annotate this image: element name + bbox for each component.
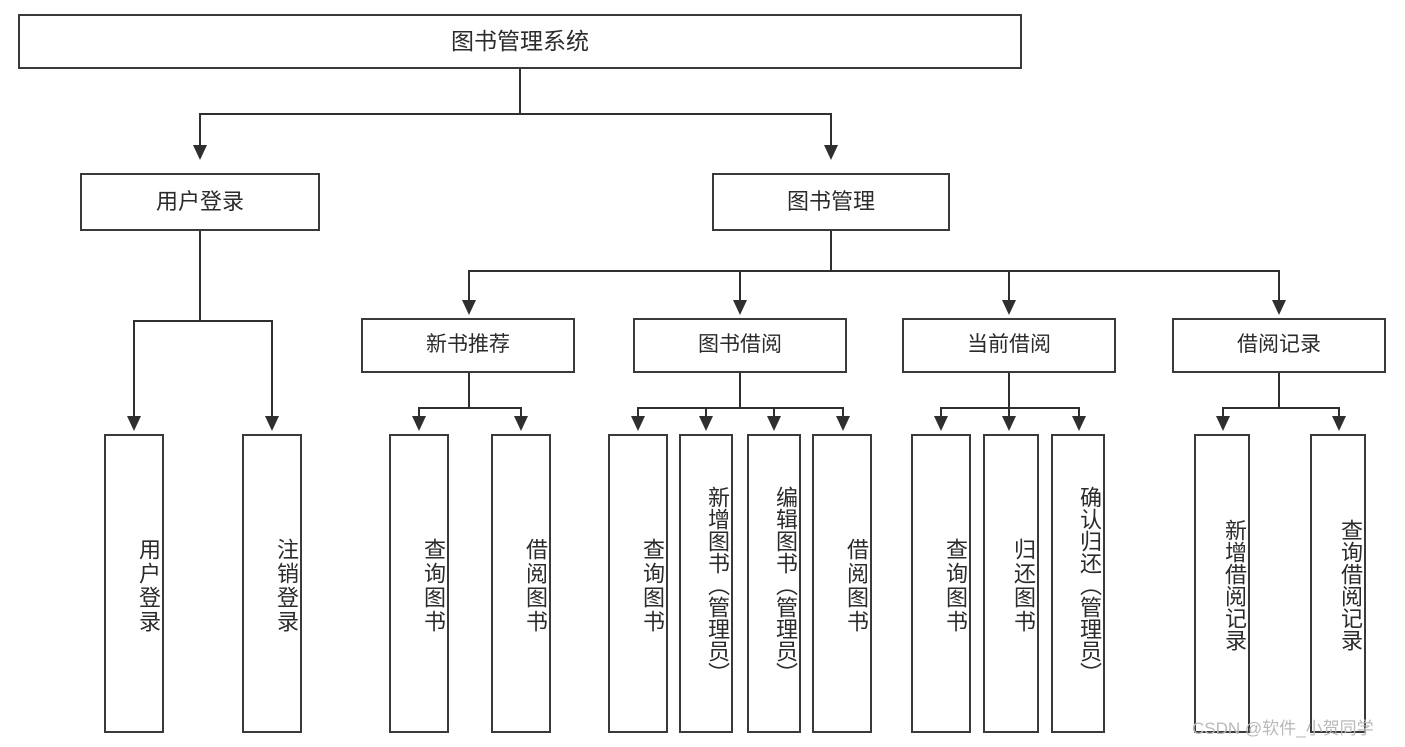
leaf-logout[interactable]: 注销登录 xyxy=(242,434,302,733)
connector-user-login-stem xyxy=(199,231,201,321)
connector-book-borrow-child-2 xyxy=(705,407,707,418)
leaf-borrow-book-borrow[interactable]: 借阅图书 xyxy=(812,434,872,733)
arrowhead-leaf-borrow-book-1 xyxy=(514,416,528,431)
leaf-query-borrow-record[interactable]: 查询借阅记录 xyxy=(1310,434,1366,733)
connector-to-book-borrow xyxy=(739,270,741,302)
arrowhead-leaf-edit-book xyxy=(767,416,781,431)
arrowhead-leaf-query-book-3 xyxy=(934,416,948,431)
leaf-user-login[interactable]: 用户登录 xyxy=(104,434,164,733)
node-root-book-management-system[interactable]: 图书管理系统 xyxy=(18,14,1022,69)
node-user-login[interactable]: 用户登录 xyxy=(80,173,320,231)
connector-new-book-child-1 xyxy=(418,407,420,418)
arrowhead-user-login xyxy=(193,145,207,160)
arrowhead-leaf-return-book xyxy=(1002,416,1016,431)
connector-borrow-record-child-2 xyxy=(1338,407,1340,418)
arrowhead-new-book-recommend xyxy=(462,300,476,315)
connector-user-login-child-2 xyxy=(271,320,273,418)
connector-book-management-stem xyxy=(830,231,832,271)
connector-new-book-child-2 xyxy=(520,407,522,418)
node-book-borrow[interactable]: 图书借阅 xyxy=(633,318,847,373)
csdn-watermark: CSDN @软件_小贺同学 xyxy=(1192,719,1374,738)
leaf-query-book-recommend[interactable]: 查询图书 xyxy=(389,434,449,733)
connector-user-login-bus xyxy=(133,320,271,322)
connector-current-borrow-child-1 xyxy=(940,407,942,418)
node-new-book-recommend[interactable]: 新书推荐 xyxy=(361,318,575,373)
connector-book-borrow-child-4 xyxy=(842,407,844,418)
connector-to-borrow-record xyxy=(1278,270,1280,302)
connector-borrow-record-child-1 xyxy=(1222,407,1224,418)
connector-root-stem xyxy=(519,69,521,114)
leaf-add-book-admin[interactable]: 新增图书（管理员） xyxy=(679,434,733,733)
connector-book-borrow-bus xyxy=(637,407,842,409)
leaf-edit-book-admin[interactable]: 编辑图书（管理员） xyxy=(747,434,801,733)
arrowhead-leaf-query-record xyxy=(1332,416,1346,431)
arrowhead-book-borrow xyxy=(733,300,747,315)
connector-book-borrow-stem xyxy=(739,373,741,408)
connector-to-new-book xyxy=(468,270,470,302)
arrowhead-leaf-logout xyxy=(265,416,279,431)
connector-level1-bus xyxy=(199,113,831,115)
arrowhead-book-management xyxy=(824,145,838,160)
connector-current-borrow-stem xyxy=(1008,373,1010,408)
arrowhead-leaf-query-book-1 xyxy=(412,416,426,431)
arrowhead-leaf-add-record xyxy=(1216,416,1230,431)
arrowhead-borrow-record xyxy=(1272,300,1286,315)
arrowhead-current-borrow xyxy=(1002,300,1016,315)
leaf-borrow-book-recommend[interactable]: 借阅图书 xyxy=(491,434,551,733)
node-borrow-record[interactable]: 借阅记录 xyxy=(1172,318,1386,373)
connector-current-borrow-child-3 xyxy=(1078,407,1080,418)
connector-to-book-management xyxy=(830,113,832,147)
connector-borrow-record-stem xyxy=(1278,373,1280,408)
arrowhead-leaf-add-book xyxy=(699,416,713,431)
connector-to-user-login xyxy=(199,113,201,147)
connector-user-login-child-1 xyxy=(133,320,135,418)
leaf-query-book-current[interactable]: 查询图书 xyxy=(911,434,971,733)
arrowhead-leaf-confirm-return xyxy=(1072,416,1086,431)
leaf-add-borrow-record[interactable]: 新增借阅记录 xyxy=(1194,434,1250,733)
connector-new-book-stem xyxy=(468,373,470,408)
node-current-borrow[interactable]: 当前借阅 xyxy=(902,318,1116,373)
arrowhead-leaf-user-login xyxy=(127,416,141,431)
leaf-query-book-borrow[interactable]: 查询图书 xyxy=(608,434,668,733)
connector-book-borrow-child-3 xyxy=(773,407,775,418)
arrowhead-leaf-query-book-2 xyxy=(631,416,645,431)
node-book-management[interactable]: 图书管理 xyxy=(712,173,950,231)
leaf-return-book[interactable]: 归还图书 xyxy=(983,434,1039,733)
connector-to-current-borrow xyxy=(1008,270,1010,302)
leaf-confirm-return-admin[interactable]: 确认归还（管理员） xyxy=(1051,434,1105,733)
connector-new-book-bus xyxy=(418,407,520,409)
connector-current-borrow-child-2 xyxy=(1008,407,1010,418)
arrowhead-leaf-borrow-book-2 xyxy=(836,416,850,431)
connector-borrow-record-bus xyxy=(1222,407,1338,409)
connector-book-borrow-child-1 xyxy=(637,407,639,418)
connector-level2-bus xyxy=(468,270,1280,272)
